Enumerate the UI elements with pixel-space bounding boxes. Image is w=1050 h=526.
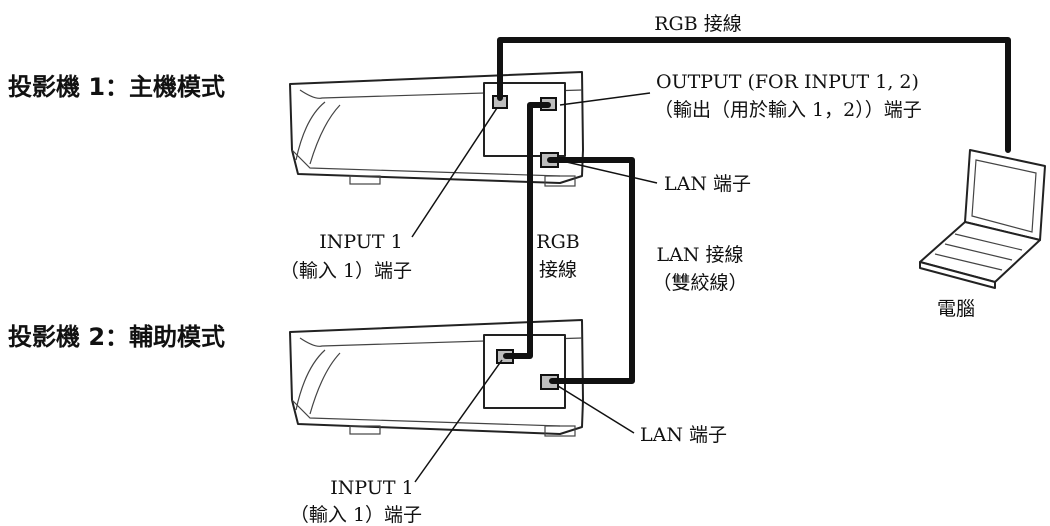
projector-1 <box>289 71 584 187</box>
rgb-cable-top-label: RGB 接線 <box>654 13 742 35</box>
input1-top-label-line2: （輸入 1）端子 <box>280 260 412 282</box>
lan-terminal-2-label: LAN 端子 <box>640 424 727 446</box>
input1-bottom-label-line2: （輸入 1）端子 <box>290 504 422 526</box>
projector-1-label: 投影機 1：主機模式 <box>8 73 225 101</box>
projector-2-label: 投影機 2：輔助模式 <box>8 323 225 351</box>
rgb-cable-between-projectors <box>503 102 551 359</box>
output-terminal-label-line2: （輸出（用於輸入 1，2））端子 <box>654 99 922 121</box>
lan-terminal-1-label: LAN 端子 <box>664 173 751 195</box>
lan-cable-between-projectors <box>547 157 635 384</box>
laptop <box>919 149 1046 289</box>
lan-cable-label-line1: LAN 接線 <box>656 244 743 266</box>
computer-label: 電腦 <box>937 298 975 320</box>
lan-cable-label-line2: （雙絞線） <box>652 272 747 294</box>
input1-top-label-line1: INPUT 1 <box>319 231 402 253</box>
output-terminal-label-line1: OUTPUT (FOR INPUT 1, 2) <box>656 71 919 93</box>
rgb-cable-mid-label-line2: 接線 <box>539 259 577 281</box>
rgb-cable-mid-label-line1: RGB <box>536 231 579 253</box>
rgb-cable-to-computer <box>497 37 1011 153</box>
projector-2 <box>289 319 584 437</box>
input1-bottom-label-line1: INPUT 1 <box>330 477 413 499</box>
